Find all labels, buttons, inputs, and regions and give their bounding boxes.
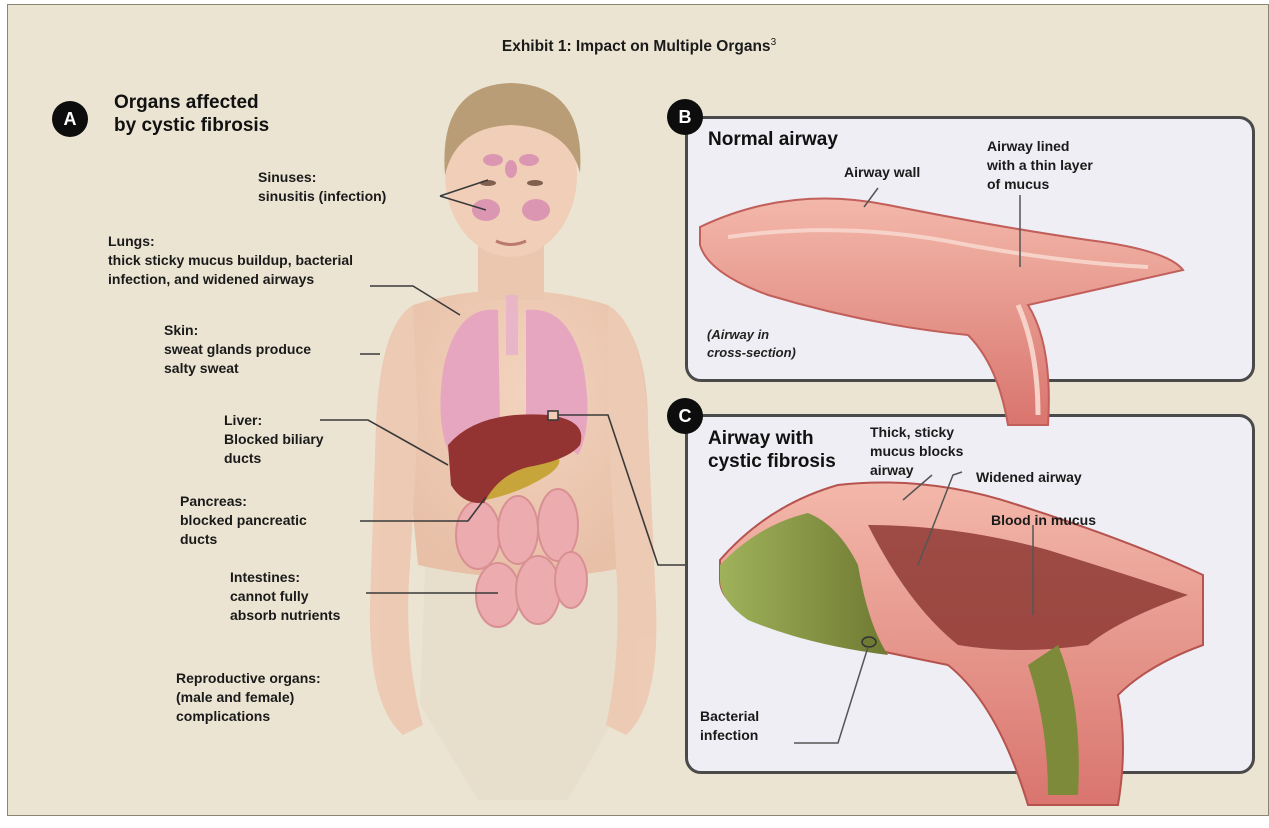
panel-c-heading: Airway with cystic fibrosis (708, 427, 836, 473)
exhibit-frame: Exhibit 1: Impact on Multiple Organs3 (7, 4, 1269, 816)
cross-section-note: (Airway in cross-section) (707, 326, 796, 362)
badge-a: A (52, 101, 88, 137)
label-lungs: Lungs: thick sticky mucus buildup, bacte… (108, 232, 353, 289)
label-blood-in-mucus: Blood in mucus (991, 511, 1096, 530)
label-widened-airway: Widened airway (976, 468, 1082, 487)
label-mucus-layer: Airway lined with a thin layer of mucus (987, 137, 1093, 194)
label-thick-mucus: Thick, sticky mucus blocks airway (870, 423, 963, 480)
normal-airway-graphic (700, 188, 1183, 425)
badge-c: C (667, 398, 703, 434)
human-figure (370, 83, 657, 800)
label-intestines: Intestines: cannot fully absorb nutrient… (230, 568, 340, 625)
trachea (506, 295, 518, 355)
label-skin: Skin: sweat glands produce salty sweat (164, 321, 311, 378)
panel-b-heading: Normal airway (708, 128, 838, 151)
label-liver: Liver: Blocked biliary ducts (224, 411, 324, 468)
cf-airway-graphic (720, 472, 1203, 805)
label-sinuses: Sinuses: sinusitis (infection) (258, 168, 386, 206)
label-reproductive: Reproductive organs: (male and female) c… (176, 669, 321, 726)
badge-b: B (667, 99, 703, 135)
label-pancreas: Pancreas: blocked pancreatic ducts (180, 492, 307, 549)
panel-a-heading: Organs affected by cystic fibrosis (114, 91, 269, 137)
label-bacterial-infection: Bacterial infection (700, 707, 759, 745)
label-airway-wall: Airway wall (844, 163, 920, 182)
